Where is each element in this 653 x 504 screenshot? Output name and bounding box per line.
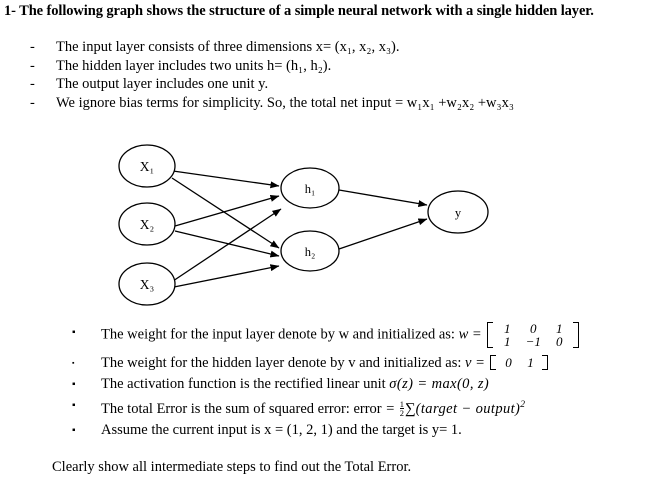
error-power: 2 <box>520 400 526 410</box>
node-x1: X₁ <box>118 144 176 188</box>
matrix-w-cell-0-1: 0 <box>530 321 537 336</box>
node-y-label: y <box>455 206 462 220</box>
edge-h1-y <box>338 189 428 208</box>
intro-points-list: - The input layer consists of three dime… <box>30 38 640 112</box>
square-bullet-icon: ▪ <box>72 424 76 436</box>
node-x1-label: X₁ <box>140 159 154 174</box>
weight-input-text: The weight for the input layer denote by… <box>101 326 455 343</box>
weight-hidden-symbol: v <box>465 355 472 371</box>
list-item-error: ▪ The total Error is the sum of squared … <box>72 395 647 420</box>
matrix-w-cell-0-2: 1 <box>556 321 563 336</box>
list-item: - We ignore bias terms for simplicity. S… <box>30 94 640 113</box>
node-h2-label: h₂ <box>305 245 316 259</box>
edge-h2-y <box>338 218 428 250</box>
node-h1-ellipse <box>280 167 340 209</box>
activation-text: The activation function is the rectified… <box>101 376 386 392</box>
node-x3: X₃ <box>118 262 176 306</box>
error-equals: = <box>385 400 396 417</box>
square-bullet-icon: ▪ <box>72 379 76 390</box>
page-title: 1- The following graph shows the structu… <box>4 3 594 19</box>
network-graph-svg: X₁ X₂ X₃ h₁ h₂ y <box>118 144 489 306</box>
dash-marker-icon: - <box>30 57 35 74</box>
list-item-label: The input layer consists of three dimens… <box>56 39 400 55</box>
matrix-w: 1 0 1 1 −1 0 <box>487 322 580 348</box>
neural-network-diagram: X₁ X₂ X₃ h₁ h₂ y <box>0 128 520 318</box>
matrix-w-row-0: 1 0 1 <box>494 322 572 335</box>
error-text: The total Error is the sum of squared er… <box>101 400 382 417</box>
closing-instruction: Clearly show all intermediate steps to f… <box>52 459 412 475</box>
weight-input-equals: = <box>471 326 482 343</box>
edge-group-input-hidden <box>171 170 282 288</box>
list-item-weight-hidden: ▪ The weight for the hidden layer denote… <box>72 353 647 374</box>
list-item-label: The weight for the hidden layer denote b… <box>101 353 647 374</box>
edge-x1-h1 <box>172 170 280 189</box>
list-item-activation: ▪ The activation function is the rectifi… <box>72 374 647 395</box>
matrix-w-cell-1-2: 0 <box>556 334 563 349</box>
matrix-v-cell-0-1: 1 <box>527 355 534 371</box>
edge-group-hidden-output <box>338 189 428 250</box>
node-h1-label: h₁ <box>305 182 316 196</box>
matrix-v-row-0: 0 1 <box>497 355 541 370</box>
weight-hidden-text: The weight for the hidden layer denote b… <box>101 355 462 371</box>
list-item: - The hidden layer includes two units h=… <box>30 57 640 76</box>
node-h2: h₂ <box>280 230 340 272</box>
node-x1-ellipse <box>118 144 176 188</box>
node-y-ellipse <box>427 190 489 234</box>
matrix-v-right-bracket <box>542 355 549 371</box>
node-x3-label: X₃ <box>140 277 155 292</box>
matrix-v-left-bracket <box>490 355 497 371</box>
dash-marker-icon: - <box>30 76 35 92</box>
fraction-denominator: 2 <box>399 408 404 418</box>
matrix-w-row-1: 1 −1 0 <box>494 335 572 348</box>
node-h1: h₁ <box>280 167 340 209</box>
square-bullet-icon: ▪ <box>72 400 76 411</box>
fraction-numerator: 1 <box>399 398 404 409</box>
matrix-w-cell-1-1: −1 <box>525 334 541 349</box>
list-item-label: The weight for the input layer denote by… <box>101 322 647 348</box>
node-x3-ellipse <box>118 262 176 306</box>
list-item-label: We ignore bias terms for simplicity. So,… <box>56 94 514 111</box>
list-item-label: The output layer includes one unit y. <box>56 76 269 92</box>
specification-points-list: ▪ The weight for the input layer denote … <box>72 322 647 441</box>
matrix-w-right-bracket <box>573 322 580 348</box>
square-bullet-icon: ▪ <box>72 359 75 367</box>
list-item-label: The hidden layer includes two units h= (… <box>56 57 332 74</box>
error-fraction-one-half: 1 2 <box>399 398 404 418</box>
edge-x3-h2 <box>173 264 280 288</box>
edge-x1-h2 <box>171 177 280 249</box>
square-bullet-icon: ▪ <box>72 327 76 338</box>
node-x2-label: X₂ <box>140 217 154 232</box>
matrix-v-cell-0-0: 0 <box>505 355 512 371</box>
error-body: (target − output) <box>415 400 521 417</box>
node-y: y <box>427 190 489 234</box>
list-item-assume: ▪ Assume the current input is x = (1, 2,… <box>72 420 647 441</box>
list-item-label: Assume the current input is x = (1, 2, 1… <box>101 421 462 438</box>
edge-x3-h1 <box>172 208 282 282</box>
list-item: - The output layer includes one unit y. <box>30 75 640 94</box>
weight-input-symbol: w <box>458 326 469 343</box>
matrix-v-rows: 0 1 <box>496 355 542 370</box>
activation-formula: σ(z) = max(0, z) <box>389 376 490 392</box>
list-item: - The input layer consists of three dime… <box>30 38 640 57</box>
list-item-weight-input: ▪ The weight for the input layer denote … <box>72 322 647 353</box>
matrix-w-cell-0-0: 1 <box>504 321 511 336</box>
matrix-w-cell-1-0: 1 <box>504 334 511 349</box>
sigma-icon: ∑ <box>404 400 416 417</box>
list-item-label: The activation function is the rectified… <box>101 374 647 395</box>
matrix-w-left-bracket <box>487 322 494 348</box>
weight-hidden-equals: = <box>475 355 485 371</box>
dash-marker-icon: - <box>30 94 35 111</box>
matrix-v: 0 1 <box>490 355 549 371</box>
node-x2: X₂ <box>118 202 176 246</box>
dash-marker-icon: - <box>30 39 35 55</box>
node-x2-ellipse <box>118 202 176 246</box>
matrix-w-rows: 1 0 1 1 −1 0 <box>493 322 573 348</box>
edge-x2-h2 <box>174 230 280 258</box>
list-item-label: The total Error is the sum of squared er… <box>101 395 647 420</box>
edge-x2-h1 <box>174 195 280 227</box>
node-h2-ellipse <box>280 230 340 272</box>
